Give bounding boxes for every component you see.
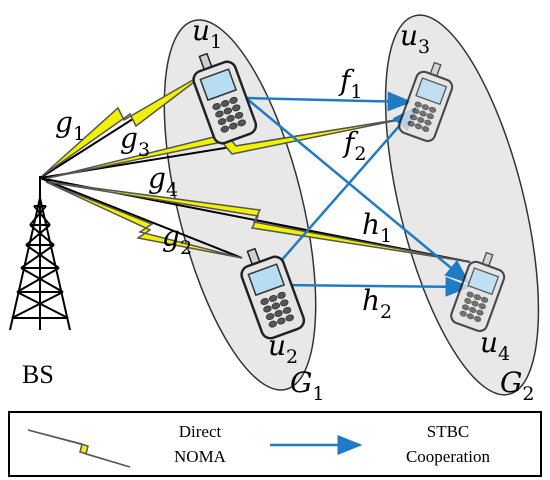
legend-noma-bolt-icon (27, 429, 131, 468)
label-bs: BS (22, 360, 54, 389)
stbc-arrows (245, 91, 471, 297)
label-u1: u1 (192, 14, 222, 53)
noma-bolt-u4 (47, 181, 471, 263)
label-g3-channel: g3 (120, 122, 150, 161)
label-f1-channel: f1 (338, 64, 362, 103)
label-f2-channel: f2 (342, 126, 366, 165)
legend-stbc-line2: Cooperation (406, 447, 491, 466)
label-h1-channel: h1 (362, 208, 392, 247)
label-g4-channel: g4 (148, 162, 178, 201)
label-u4: u4 (480, 326, 510, 365)
legend: Direct NOMA STBC Cooperation (8, 411, 542, 477)
label-g2: G2 (500, 366, 534, 405)
base-station-tower (9, 176, 71, 331)
label-g1-channel: g1 (55, 106, 85, 145)
label-h2-channel: h2 (362, 284, 392, 323)
arrow-u1-u4 (245, 97, 470, 284)
group-g1-ellipse (163, 19, 317, 391)
label-g2-channel: g2 (162, 220, 192, 259)
legend-direct-line1: Direct (179, 422, 222, 441)
arrow-u2-u3 (279, 106, 417, 263)
arrow-u1-u3 (245, 91, 413, 112)
group-g2-ellipse (384, 14, 540, 396)
noma-bolt-u2 (45, 181, 243, 259)
label-u3: u3 (400, 19, 430, 58)
legend-direct-line2: NOMA (174, 447, 227, 466)
label-g1: G1 (290, 366, 324, 405)
label-u2: u2 (268, 329, 298, 368)
legend-stbc-line1: STBC (427, 422, 470, 441)
arrow-u2-u4 (279, 276, 471, 297)
